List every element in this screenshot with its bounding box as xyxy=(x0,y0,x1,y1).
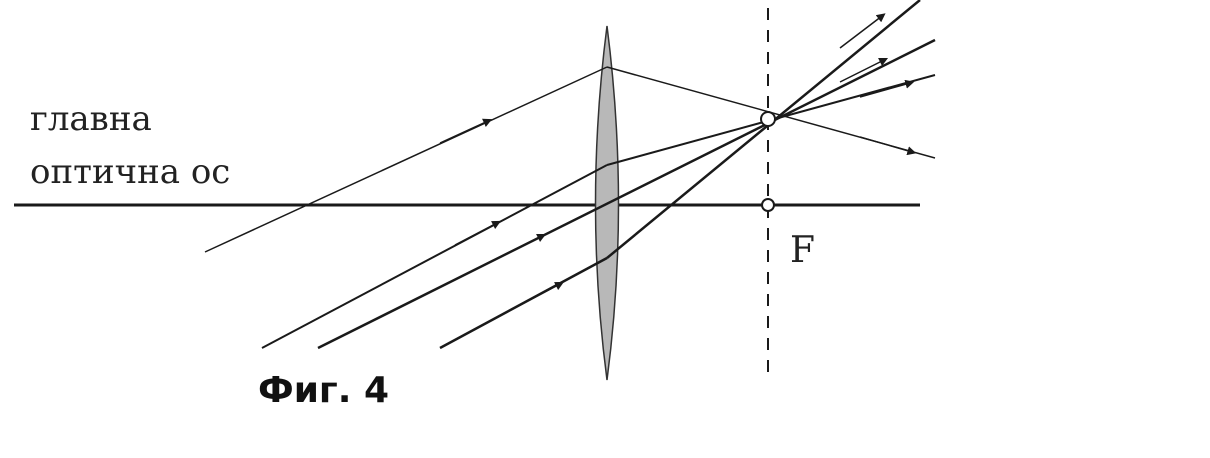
ray-4-arrow-out xyxy=(839,13,886,49)
secondary-focal-point xyxy=(760,111,776,127)
ray-4 xyxy=(439,0,921,350)
axis-label-line1: главна xyxy=(30,99,152,139)
ray-3-arrow-in xyxy=(499,233,547,258)
main-focal-point xyxy=(761,198,775,212)
ray-3 xyxy=(317,38,936,350)
focus-label: F xyxy=(790,230,815,271)
ray-2-arrow-in xyxy=(454,220,501,246)
ray-1-arrow-in xyxy=(439,118,493,144)
axis-label-line2: оптична ос xyxy=(30,152,230,192)
ray-3-arrow-out xyxy=(839,57,889,83)
ray-1-arrow-out xyxy=(859,136,917,156)
figure-caption: Фиг. 4 xyxy=(258,370,389,411)
ray-4-arrow-in xyxy=(519,281,564,306)
ray-2-arrow-out xyxy=(859,79,915,98)
